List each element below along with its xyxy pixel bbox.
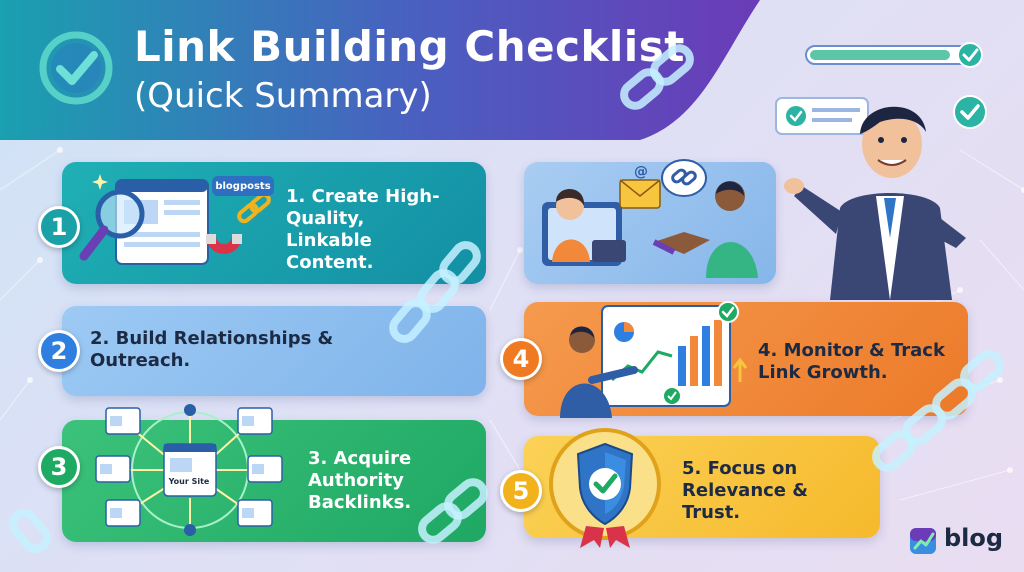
step-2-badge: 2 [38,330,80,372]
outreach-illustration: @ [542,159,758,278]
check-circle-icon [39,31,113,105]
monitor-illustration [560,301,748,418]
email-icon: @ [619,164,661,209]
step-5-label: 5. Focus on Relevance & Trust. [682,458,808,523]
step-4-badge: 4 [500,338,542,380]
backlinks-network-illustration [95,404,283,536]
step-4-label: 4. Monitor & Track Link Growth. [758,340,945,383]
presenter-illustration [784,106,966,300]
chain-link-icon [237,192,271,224]
step-3-label: 3. Acquire Authority Backlinks. [308,448,412,513]
header-banner [0,0,760,140]
step-3-badge: 3 [38,446,80,488]
step-1-label: 1. Create High- Quality, Linkable Conten… [286,186,440,273]
shield-check-icon [549,428,661,548]
your-site-label: Your Site [168,477,210,486]
svg-text:@: @ [634,164,648,180]
chain-link-icon [661,159,707,197]
step-2-label: 2. Build Relationships & Outreach. [90,328,334,371]
title-subtitle: (Quick Summary) [134,76,432,116]
blogposts-tag: blogposts [212,176,274,196]
title-main: Link Building Checklist [134,22,685,71]
progress-bar-icon [775,42,987,135]
step-1-badge: 1 [38,206,80,248]
bar-chart-icon [678,320,722,386]
step-5-badge: 5 [500,470,542,512]
content-illustration [79,174,271,265]
magnifier-icon [79,189,145,261]
magnet-icon [206,234,242,254]
brand-name: blog [944,524,1004,552]
handshake-icon [652,232,710,255]
blog-logo-icon [910,528,936,554]
